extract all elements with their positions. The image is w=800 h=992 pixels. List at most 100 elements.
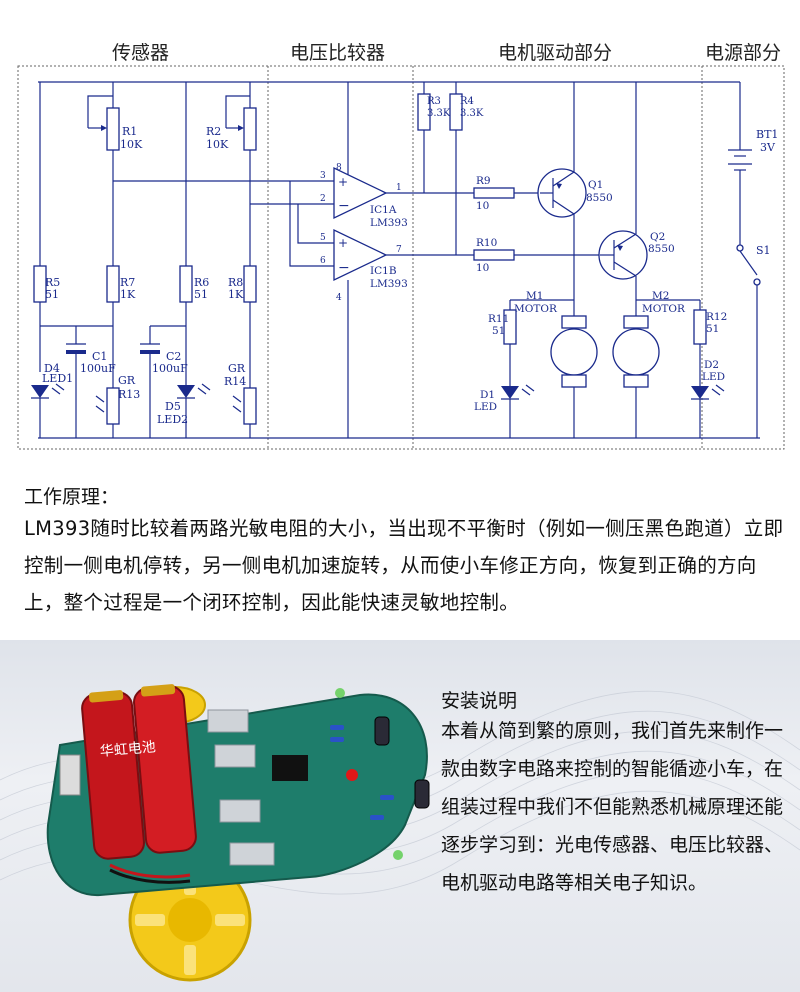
comparator-ic1a: + − [333, 166, 388, 220]
resistor-r8 [243, 265, 257, 303]
led-d2-icon [691, 384, 725, 400]
d2-value: LED [702, 371, 725, 383]
install-body: 本着从简到繁的原则，我们首先来制作一款由数字电路来控制的智能循迹小车，在组装过程… [441, 720, 784, 894]
q1-value: 8550 [586, 192, 613, 204]
r10-label: R10 [476, 237, 497, 249]
r10-value: 10 [476, 262, 489, 274]
led-d4-icon [31, 383, 65, 399]
r5-label: R5 [45, 276, 60, 289]
resistor-r9 [473, 187, 515, 199]
r2-label: R2 [206, 125, 221, 138]
r11-label: R11 [488, 313, 509, 325]
ic1b-label: IC1B [370, 265, 397, 277]
r5-value: 51 [45, 288, 59, 301]
r12-value: 51 [706, 323, 719, 335]
photoresistor-r14 [243, 387, 257, 425]
led1-label: LED1 [42, 372, 73, 385]
motor-m1-icon [550, 315, 598, 388]
s1-label: S1 [756, 244, 771, 257]
switch-s1-icon [736, 244, 761, 286]
section-title-motor-drive: 电机驱动部分 [498, 42, 613, 64]
m2-label: M2 [652, 290, 669, 302]
pin-4-label: 4 [336, 293, 342, 303]
r1-value: 10K [120, 138, 143, 151]
led-d5-icon [177, 383, 211, 399]
q2-label: Q2 [650, 231, 665, 243]
resistor-r10 [473, 249, 515, 261]
r8-label: R8 [228, 276, 243, 289]
pin-5-label: 5 [320, 233, 326, 243]
transistor-q2 [598, 230, 648, 280]
ic1b-part: LM393 [370, 278, 408, 290]
r9-label: R9 [476, 175, 491, 187]
svg-text:−: − [338, 260, 350, 276]
d2-label: D2 [704, 359, 719, 371]
pin-3-label: 3 [320, 171, 326, 181]
svg-text:+: + [338, 175, 348, 189]
r8-value: 1K [228, 288, 244, 301]
r7-value: 1K [120, 288, 136, 301]
potentiometer-r2 [243, 107, 257, 151]
pin-2-label: 2 [320, 194, 326, 204]
principle-heading: 工作原理： [24, 486, 120, 508]
pin-6-label: 6 [320, 256, 326, 266]
r11-value: 51 [492, 325, 505, 337]
m2-value: MOTOR [642, 303, 686, 315]
r4-label: R4 [460, 96, 474, 107]
bt1-value: 3V [760, 141, 776, 154]
battery-bt1-icon [728, 149, 752, 171]
gr1-label: GR [118, 374, 136, 387]
gr2-label: GR [228, 362, 246, 375]
ic1a-part: LM393 [370, 217, 408, 229]
r14-label: R14 [224, 375, 246, 388]
m1-label: M1 [526, 290, 543, 302]
lm393-chip-icon [272, 755, 308, 781]
pin-7-label: 7 [396, 245, 402, 255]
svg-text:+: + [338, 236, 348, 250]
schematic-frame [17, 65, 785, 450]
r12-label: R12 [706, 311, 727, 323]
power-switch-icon [59, 754, 81, 796]
pin-8-label: 8 [336, 163, 342, 173]
install-title: 安装说明 [441, 690, 518, 712]
pin-1-label: 1 [396, 183, 402, 193]
r3-value: 3.3K [427, 108, 451, 119]
smart-car-photo: 华虹电池 [46, 684, 430, 982]
section-title-power: 电源部分 [705, 42, 782, 64]
r6-label: R6 [194, 276, 209, 289]
d1-value: LED [474, 401, 497, 413]
motor-m2-icon [612, 315, 660, 388]
r1-label: R1 [122, 125, 137, 138]
ic1a-label: IC1A [370, 204, 397, 216]
principle-body: LM393随时比较着两路光敏电阻的大小，当出现不平衡时（例如一侧压黑色跑道）立即… [24, 517, 784, 614]
r6-value: 51 [194, 288, 208, 301]
section-title-sensor: 传感器 [112, 42, 170, 64]
c2-label: C2 [166, 350, 181, 363]
r13-label: R13 [118, 388, 140, 401]
svg-text:−: − [338, 198, 350, 214]
potentiometer-r1 [106, 107, 120, 151]
resistor-r12 [693, 309, 707, 345]
transistor-q1 [537, 168, 587, 218]
q1-label: Q1 [588, 179, 603, 191]
comparator-ic1b: + − [333, 228, 388, 282]
circuit-schematic: R5 51 D4 LED1 R1 10K R7 1K GR R13 C1 100… [17, 65, 785, 450]
q2-value: 8550 [648, 243, 675, 255]
r3-label: R3 [427, 96, 441, 107]
r4-value: 3.3K [460, 108, 484, 119]
r7-label: R7 [120, 276, 135, 289]
led2-label: LED2 [157, 413, 188, 426]
section-title-comparator: 电压比较器 [290, 42, 386, 64]
r9-value: 10 [476, 200, 489, 212]
battery-pack-icon: 华虹电池 [81, 684, 197, 860]
resistor-r6 [179, 265, 193, 303]
bt1-label: BT1 [756, 128, 778, 141]
c1-label: C1 [92, 350, 107, 363]
d5-label: D5 [165, 400, 181, 413]
c2-value: 100uF [152, 362, 188, 375]
r2-value: 10K [206, 138, 229, 151]
m1-value: MOTOR [514, 303, 558, 315]
c1-value: 100uF [80, 362, 116, 375]
resistor-r7 [106, 265, 120, 303]
led-d1-icon [501, 384, 535, 400]
